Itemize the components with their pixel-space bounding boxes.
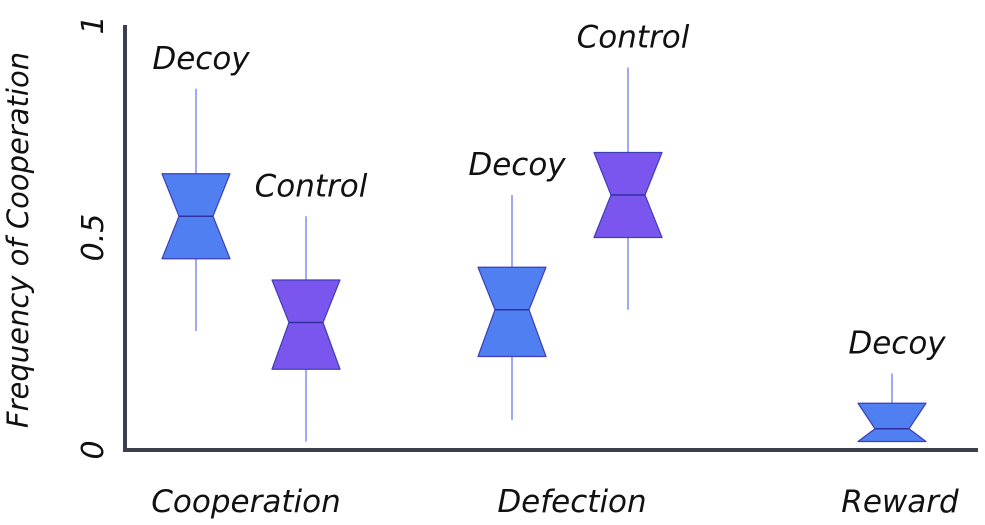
box-3: Control: [577, 20, 690, 310]
box-label: Decoy: [152, 41, 250, 77]
box-1: Control: [255, 168, 368, 442]
box-label: Control: [255, 168, 368, 204]
chart-axes: [123, 25, 978, 452]
box-0: Decoy: [152, 41, 250, 331]
box-label: Decoy: [468, 147, 566, 183]
y-tick-label: 1: [76, 15, 111, 34]
box-label: Control: [577, 20, 690, 56]
box-body: [271, 279, 341, 370]
x-category-label: Reward: [841, 484, 959, 520]
box-body: [857, 402, 927, 443]
y-tick-labels: 00.51: [76, 15, 111, 459]
box-2: Decoy: [468, 147, 566, 421]
category-labels: Cooperation Defection Reward: [151, 484, 959, 520]
box-label: Decoy: [848, 326, 946, 362]
y-axis-title: Frequency of Cooperation: [1, 52, 35, 428]
x-category-label: Cooperation: [151, 484, 340, 520]
x-category-label: Defection: [497, 484, 646, 520]
y-tick-label: 0.5: [76, 214, 111, 262]
box-4: Decoy: [848, 326, 946, 443]
box-body: [477, 266, 547, 358]
y-tick-label: 0: [76, 440, 111, 459]
